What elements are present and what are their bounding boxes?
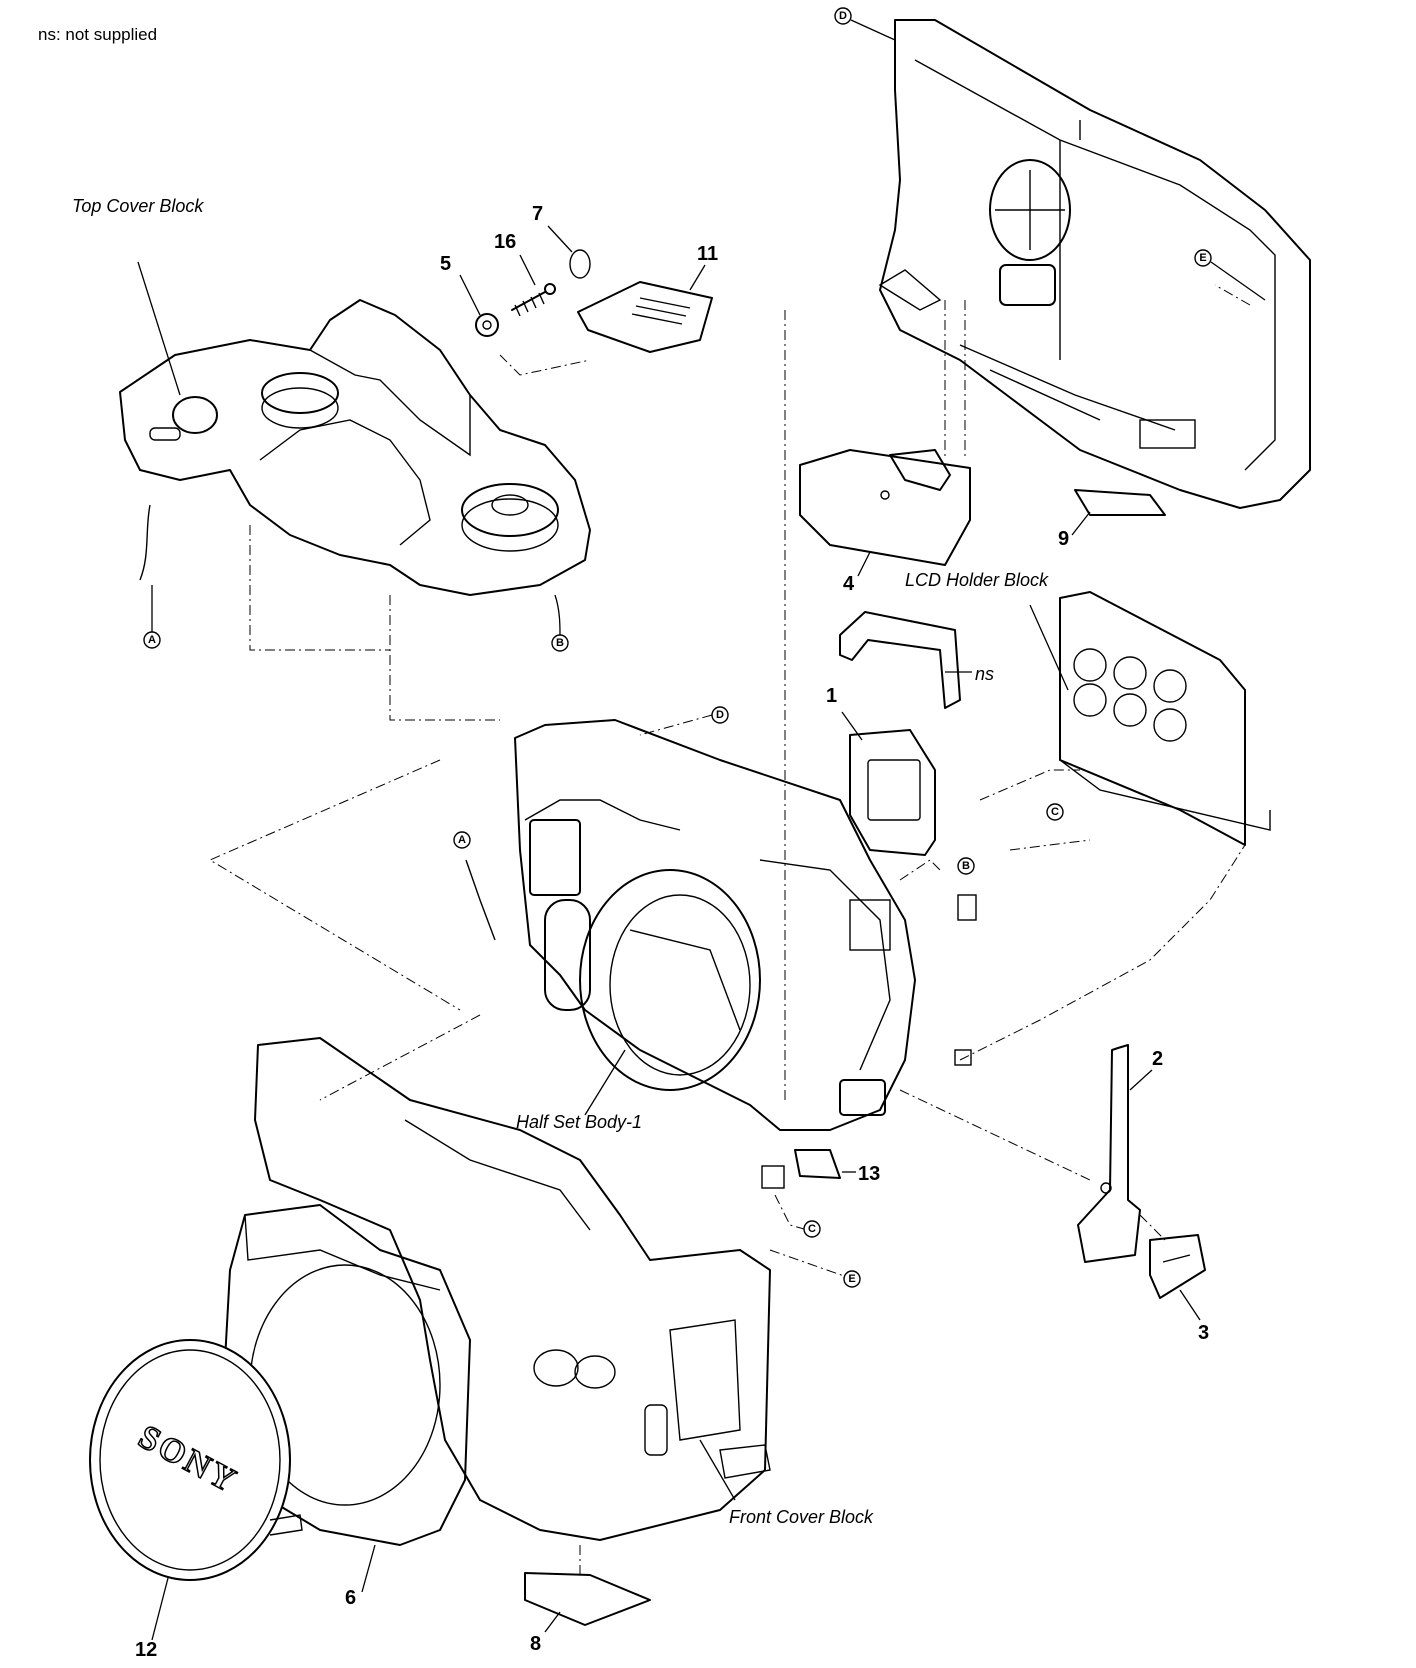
not-supplied-note: ns: not supplied <box>38 25 157 44</box>
half-set-body-label: Half Set Body-1 <box>516 1112 642 1132</box>
callout-16: 16 <box>494 231 516 253</box>
front-cover-block-label: Front Cover Block <box>729 1507 874 1527</box>
svg-text:A: A <box>458 834 466 846</box>
svg-text:C: C <box>1051 806 1059 818</box>
part-11-label-plate <box>577 281 713 353</box>
callout-12: 12 <box>135 1639 157 1661</box>
part-3-cover <box>1149 1234 1206 1299</box>
ns-label: ns <box>975 664 994 684</box>
connector-e-front <box>843 1270 861 1288</box>
ns-bracket <box>839 611 961 709</box>
top-cover-block <box>119 299 591 596</box>
svg-text:A: A <box>148 634 156 646</box>
top-cover-block-label: Top Cover Block <box>72 196 204 216</box>
callout-3: 3 <box>1198 1322 1209 1344</box>
part-7-cap <box>569 249 591 279</box>
part-4-lcd-holder <box>799 449 971 566</box>
svg-text:B: B <box>962 860 970 872</box>
front-cover-block <box>254 1037 771 1541</box>
callout-7: 7 <box>532 203 543 225</box>
connector-b-body <box>957 857 975 875</box>
part-1-viewfinder-frame <box>849 729 936 856</box>
half-set-body <box>514 719 916 1131</box>
callout-8: 8 <box>530 1633 541 1655</box>
part-8-sheet <box>524 1572 651 1626</box>
callout-1: 1 <box>826 685 837 707</box>
callout-9: 9 <box>1058 528 1069 550</box>
callout-11: 11 <box>697 243 718 265</box>
part-2-lever <box>1077 1044 1141 1263</box>
part-9-sheet <box>1074 489 1166 516</box>
part-5-knob <box>475 313 499 337</box>
rear-cover <box>878 19 1311 509</box>
svg-text:B: B <box>556 637 564 649</box>
svg-text:E: E <box>1199 252 1206 264</box>
assembly-guide-lines <box>208 284 1251 1575</box>
connector-a-body <box>453 831 471 849</box>
callout-13: 13 <box>858 1163 880 1185</box>
svg-text:C: C <box>808 1223 816 1235</box>
part-12-body-cap: SONY <box>89 1339 303 1581</box>
lcd-plate <box>1059 591 1271 846</box>
connector-c-plate <box>1046 803 1064 821</box>
callout-6: 6 <box>345 1587 356 1609</box>
sensor-pad-b <box>957 894 977 921</box>
part-16-screw <box>511 283 556 317</box>
connector-e-top <box>1194 249 1212 267</box>
sensor-pad-small <box>954 1049 972 1066</box>
lcd-holder-block-label: LCD Holder Block <box>905 570 1049 590</box>
svg-text:D: D <box>839 10 847 22</box>
connector-d-top <box>834 7 852 25</box>
part-13-pad <box>761 1165 785 1189</box>
callout-2: 2 <box>1152 1048 1163 1070</box>
svg-text:E: E <box>848 1273 855 1285</box>
callout-4: 4 <box>843 573 855 595</box>
part-13-sheet <box>794 1149 841 1179</box>
svg-text:D: D <box>716 709 724 721</box>
callout-5: 5 <box>440 253 451 275</box>
